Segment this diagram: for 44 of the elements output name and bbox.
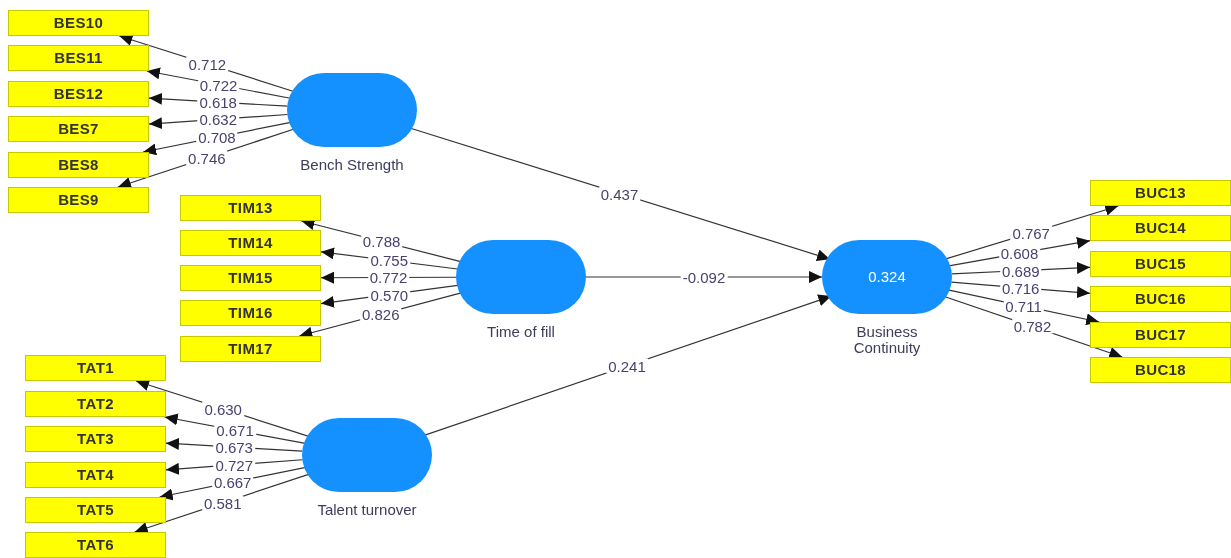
indicator-box: BES12 <box>8 81 149 107</box>
edge-label: 0.711 <box>1003 298 1044 314</box>
indicator-box: TAT3 <box>25 426 166 452</box>
indicator-box: BUC15 <box>1090 251 1231 277</box>
edge-label: 0.826 <box>359 306 402 322</box>
edge-label: 0.671 <box>214 422 256 438</box>
r-squared-value: 0.324 <box>868 266 906 287</box>
indicator-box: TIM17 <box>180 336 321 362</box>
indicator-box: TIM16 <box>180 300 321 326</box>
indicator-box: BUC14 <box>1090 215 1231 241</box>
construct-name: Talent turnover <box>316 502 418 518</box>
indicator-box: BES10 <box>8 10 149 36</box>
indicator-box: TAT2 <box>25 391 166 417</box>
construct-name: Bench Strength <box>299 157 405 173</box>
edge-label: 0.772 <box>367 270 410 285</box>
edge-label: 0.708 <box>196 129 238 145</box>
indicator-box: TAT1 <box>25 355 166 381</box>
indicator-box: TIM14 <box>180 230 321 256</box>
edge-label: 0.630 <box>202 401 244 417</box>
indicator-box: TIM15 <box>180 265 321 291</box>
indicator-box: BUC17 <box>1090 322 1231 348</box>
edge-label: 0.788 <box>360 233 403 249</box>
edge-label: 0.437 <box>598 186 641 201</box>
indicator-box: TAT4 <box>25 462 166 488</box>
indicator-box: TAT6 <box>25 532 166 558</box>
edge-label: 0.722 <box>197 77 240 93</box>
edge-label: 0.782 <box>1011 319 1054 334</box>
construct-name: Time of fill <box>486 324 556 340</box>
indicator-box: BUC13 <box>1090 180 1231 206</box>
indicator-box: BUC18 <box>1090 357 1231 383</box>
construct-name: Business Continuity <box>852 324 922 356</box>
edge-label: 0.667 <box>211 474 254 490</box>
edge-label: 0.746 <box>186 150 228 166</box>
edge-label: 0.767 <box>1010 225 1052 241</box>
indicator-box: BES9 <box>8 187 149 213</box>
edge-label: 0.581 <box>202 495 244 511</box>
indicator-box: BES7 <box>8 116 149 142</box>
indicator-box: BUC16 <box>1090 286 1231 312</box>
indicator-box: BES8 <box>8 152 149 178</box>
edge-label: 0.241 <box>606 358 648 374</box>
indicator-box: TAT5 <box>25 497 166 523</box>
indicator-box: BES11 <box>8 45 149 71</box>
indicator-box: TIM13 <box>180 195 321 221</box>
edge-label: 0.712 <box>186 56 229 72</box>
